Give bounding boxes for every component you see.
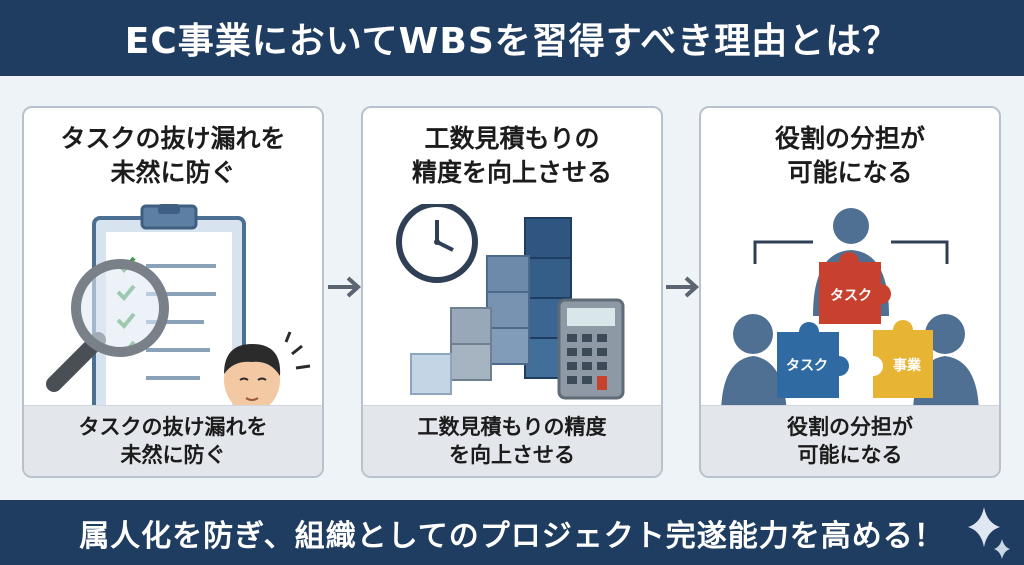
puzzle-label: タスク [786, 358, 828, 374]
card-caption-line: を向上させる [449, 443, 575, 467]
arrow-right-icon [666, 276, 699, 298]
card-caption-line: 工数見積もりの精度 [417, 415, 607, 439]
page-title: EC事業においてWBSを習得すべき理由とは？ [124, 21, 900, 62]
card-title: 工数見積もりの 精度を向上させる [363, 122, 661, 190]
sparkle-icon [968, 507, 1010, 559]
card-caption-line: 可能になる [797, 443, 903, 467]
card-caption-line: 役割の分担が [787, 415, 913, 439]
calculator-icon [557, 298, 625, 400]
card-title-line: 可能になる [787, 158, 913, 187]
estimation-illustration [396, 204, 625, 400]
header-banner: EC事業においてWBSを習得すべき理由とは？ [0, 0, 1024, 76]
reason-card-2: 工数見積もりの 精度を向上させる [361, 106, 663, 478]
card-title-line: 精度を向上させる [411, 158, 612, 187]
card-title-line: 工数見積もりの [424, 124, 600, 153]
card-caption: タスクの抜け漏れを 未然に防ぐ [24, 405, 322, 476]
clock-icon [396, 204, 478, 283]
magnifying-glass-icon [46, 259, 169, 392]
card-title: 役割の分担が 可能になる [701, 122, 999, 190]
arrow-right-icon [328, 276, 361, 298]
card-title-line: タスクの抜け漏れを [60, 124, 286, 153]
card-caption: 工数見積もりの精度 を向上させる [363, 405, 661, 476]
reason-card-3: 役割の分担が 可能になる タスク タスク 事業 役割 [699, 106, 1001, 478]
card-caption: 役割の分担が 可能になる [701, 405, 999, 476]
puzzle-pieces-icon: タスク タスク 事業 [777, 252, 933, 398]
reason-card-1: タスクの抜け漏れを 未然に防ぐ [22, 106, 324, 478]
card-caption-line: タスクの抜け漏れを [78, 415, 268, 439]
card-title-line: 役割の分担が [774, 124, 925, 153]
puzzle-label: タスク [830, 288, 872, 304]
puzzle-label: 事業 [893, 357, 922, 374]
card-title-line: 未然に防ぐ [110, 158, 236, 187]
card-title: タスクの抜け漏れを 未然に防ぐ [24, 122, 322, 190]
team-illustration: タスク タスク 事業 [721, 208, 979, 416]
stacked-blocks-icon [410, 217, 572, 395]
footer-message: 属人化を防ぎ、組織としてのプロジェクト完遂能力を高める！ [79, 518, 945, 554]
card-caption-line: 未然に防ぐ [120, 443, 226, 467]
footer-banner: 属人化を防ぎ、組織としてのプロジェクト完遂能力を高める！ [0, 500, 1024, 565]
